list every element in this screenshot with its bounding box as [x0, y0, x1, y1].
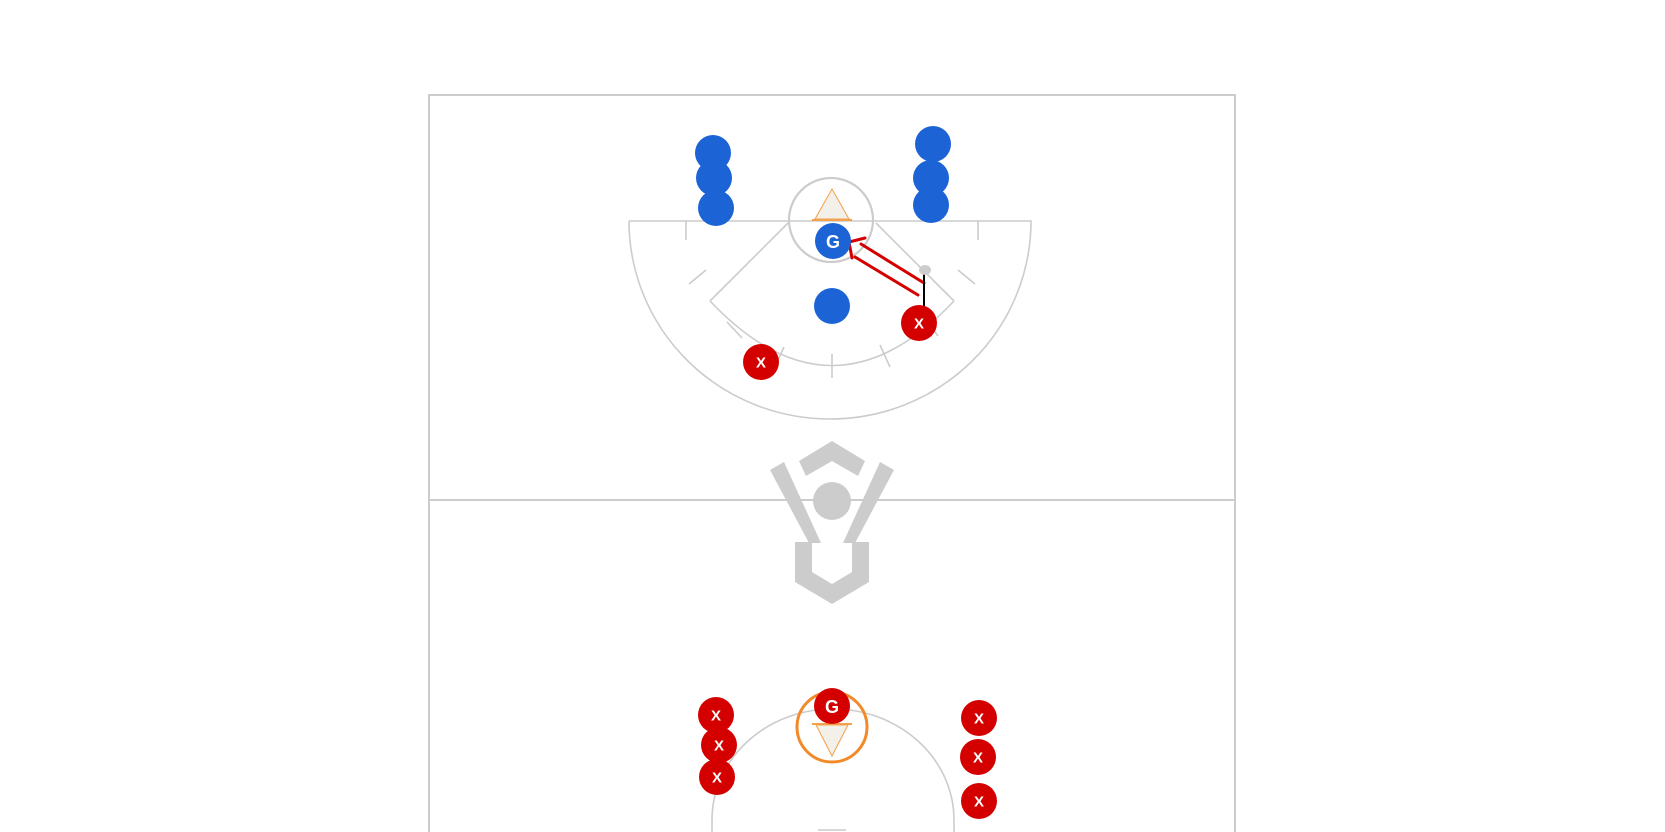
- defense-goalie-label: G: [825, 697, 839, 717]
- defender-label: X: [712, 770, 722, 787]
- defender[interactable]: X: [960, 739, 996, 775]
- defender[interactable]: X: [961, 783, 997, 819]
- defender-label: X: [711, 708, 721, 725]
- defender[interactable]: X: [701, 727, 737, 763]
- defender-label: X: [914, 316, 924, 333]
- offense-player[interactable]: [696, 160, 732, 196]
- offense-goalie-label: G: [826, 232, 840, 252]
- defender-label: X: [714, 738, 724, 755]
- defender[interactable]: X: [901, 305, 937, 341]
- top-fan-outer: [628, 220, 1032, 420]
- defender[interactable]: X: [743, 344, 779, 380]
- defender[interactable]: X: [961, 700, 997, 736]
- lacrosse-stick-icon: [919, 265, 931, 312]
- goal-triangle-icon: [814, 187, 850, 220]
- lacrosse-player-logo-icon: [770, 441, 894, 604]
- goal-triangle-icon: [815, 724, 849, 758]
- offense-player[interactable]: [915, 126, 951, 162]
- defender[interactable]: X: [699, 759, 735, 795]
- defender[interactable]: X: [698, 697, 734, 733]
- offense-player[interactable]: [913, 160, 949, 196]
- defender-label: X: [756, 355, 766, 372]
- defense-players: X X X X X X X X: [698, 305, 997, 819]
- offense-player[interactable]: [913, 187, 949, 223]
- top-hash-4: [879, 344, 891, 368]
- offense-goalie[interactable]: G: [815, 223, 851, 259]
- top-hash-2: [777, 346, 785, 361]
- offense-players: [695, 126, 951, 324]
- defender-label: X: [974, 794, 984, 811]
- offense-player[interactable]: [814, 288, 850, 324]
- offense-player[interactable]: [698, 190, 734, 226]
- top-goal-icon: [812, 187, 852, 221]
- defense-goalie[interactable]: G: [814, 688, 850, 724]
- top-arc-left-diag: [709, 222, 789, 302]
- defender-label: X: [973, 750, 983, 767]
- top-arc-right-diag: [875, 222, 955, 302]
- top-hash-1: [726, 321, 743, 339]
- defender-label: X: [974, 711, 984, 728]
- top-hash-left: [688, 269, 707, 285]
- top-hash-right: [957, 269, 976, 285]
- top-crease: [787, 176, 875, 264]
- pass-arrow-icon: [847, 236, 926, 297]
